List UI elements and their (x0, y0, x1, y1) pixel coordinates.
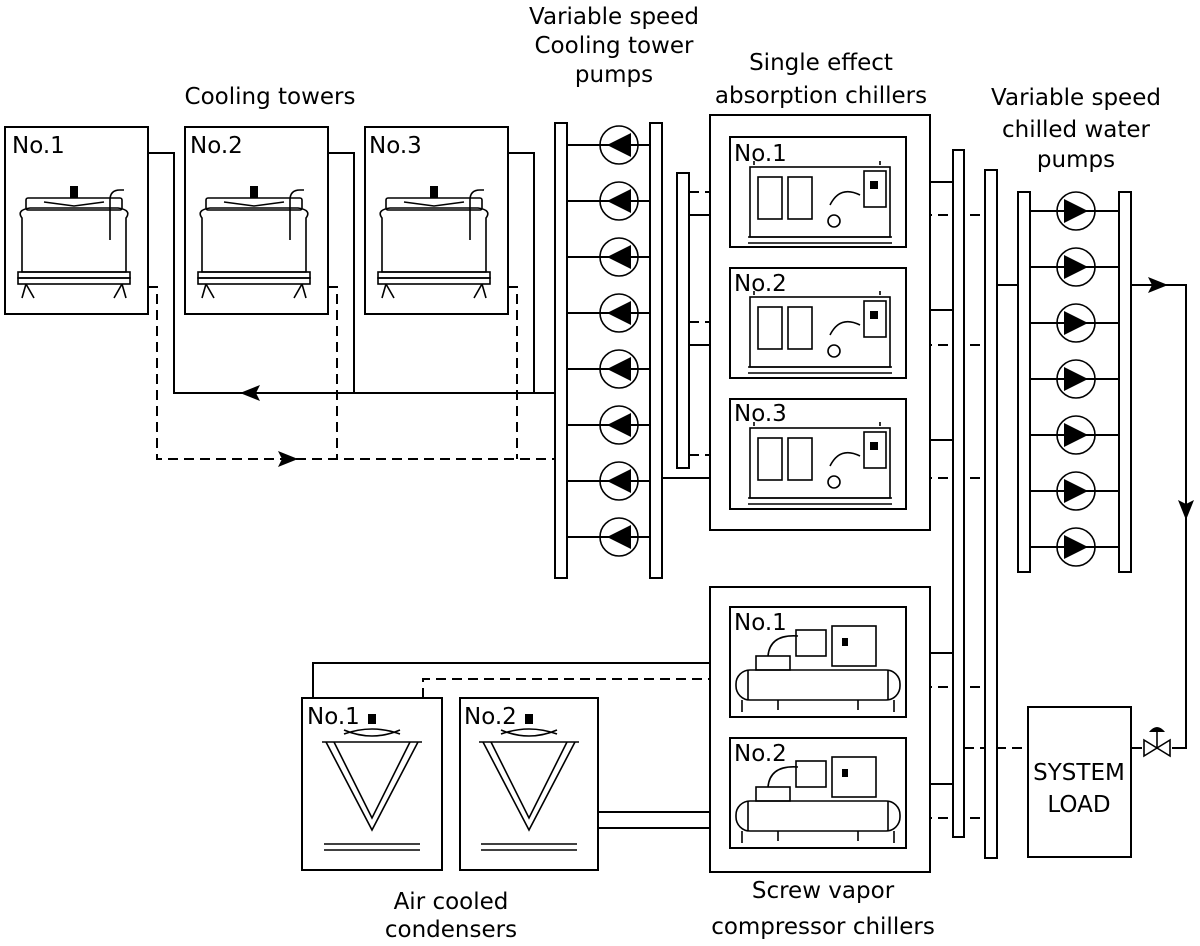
cooling-tower-3 (364, 126, 509, 315)
absorption-chiller-2-number: No.2 (734, 271, 787, 297)
cooling-towers-label: Cooling towers (185, 84, 356, 110)
ct-pump-suction-header (554, 122, 568, 579)
flow-arrow-right (278, 451, 298, 467)
cooling-tower-3-number: No.3 (369, 133, 422, 159)
absorption-chiller-1 (729, 136, 907, 248)
chw-pump-discharge-header (1118, 191, 1132, 573)
flow-arrow-right-2 (1148, 277, 1168, 293)
system-load-box (1027, 706, 1132, 858)
air-cooled-label-line1: Air cooled (394, 889, 509, 915)
control-valve-icon (1143, 727, 1171, 758)
absorption-chiller-2 (729, 267, 907, 379)
screw-chiller-1-number: No.1 (734, 610, 787, 636)
ct-supply-pipe (148, 152, 555, 394)
air-cooled-condenser-2-number: No.2 (464, 704, 517, 730)
air-cooled-condenser-2 (459, 697, 599, 871)
system-load-label-line1: SYSTEM (1033, 760, 1125, 786)
chw-pump-row (1030, 191, 1119, 567)
air-cooled-label-line2: condensers (385, 917, 517, 943)
chw-pumps-label-line2: chilled water (1002, 117, 1151, 143)
chw-supply-header (984, 169, 998, 859)
flow-arrow-down (1178, 500, 1194, 520)
absorption-chiller-1-number: No.1 (734, 141, 787, 167)
ct-pumps-label-line1: Variable speed (529, 4, 699, 30)
absorption-label-line2: absorption chillers (715, 83, 927, 109)
absorption-chiller-3-number: No.3 (734, 401, 787, 427)
ct-pumps-label-line3: pumps (575, 62, 653, 88)
absorber-condenser-header (676, 172, 690, 469)
air-cooled-condenser-1 (301, 697, 443, 871)
air-cooled-condenser-1-number: No.1 (307, 704, 360, 730)
absorption-label-line1: Single effect (749, 50, 893, 76)
chw-pumps-label-line3: pumps (1037, 147, 1115, 173)
cooling-tower-icon (17, 185, 491, 299)
screw-chiller-2-number: No.2 (734, 741, 787, 767)
cooling-tower-1-number: No.1 (12, 133, 65, 159)
cooling-tower-1 (4, 126, 149, 315)
screw-label-line1: Screw vapor (752, 878, 895, 904)
flow-arrow-left (240, 385, 260, 401)
chw-return-header (952, 149, 965, 838)
ct-return-pipe (148, 286, 555, 460)
chw-pumps-label-line1: Variable speed (991, 85, 1161, 111)
absorption-chiller-3 (729, 398, 907, 510)
cooling-tower-2 (184, 126, 329, 315)
ct-pump-row (567, 125, 650, 557)
ct-pumps-label-line2: Cooling tower (535, 33, 695, 59)
screw-label-line2: compressor chillers (711, 914, 935, 940)
system-load-label-line2: LOAD (1047, 792, 1110, 818)
chw-pump-suction-header (1017, 191, 1031, 573)
cooling-tower-2-number: No.2 (190, 133, 243, 159)
ct-pump-discharge-header (649, 122, 663, 579)
